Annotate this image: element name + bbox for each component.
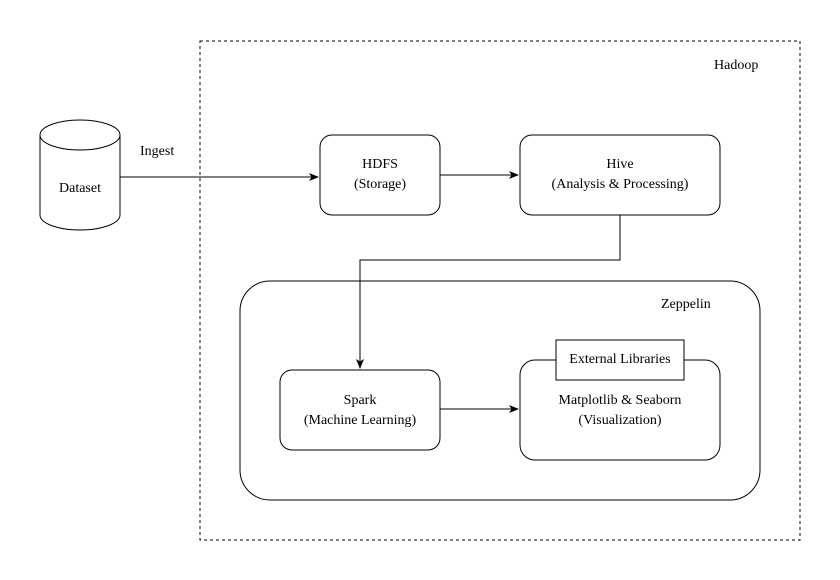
dataset-label: Dataset	[59, 181, 101, 196]
spark-node	[279, 369, 441, 451]
hdfs-label: HDFS (Storage)	[320, 155, 440, 195]
hdfs-title: HDFS	[362, 157, 398, 172]
hadoop-container	[199, 40, 801, 541]
dataset-cylinder	[39, 119, 121, 231]
external-libraries-label: External Libraries	[569, 352, 671, 367]
zeppelin-label: Zeppelin	[661, 297, 711, 312]
visualization-subtitle: (Visualization)	[578, 413, 662, 428]
hive-label: Hive (Analysis & Processing)	[520, 155, 720, 195]
spark-subtitle: (Machine Learning)	[303, 413, 417, 428]
spark-label: Spark (Machine Learning)	[280, 391, 440, 431]
hive-subtitle: (Analysis & Processing)	[551, 177, 689, 192]
hive-title: Hive	[606, 157, 634, 172]
external-libraries-box	[555, 339, 685, 381]
visualization-label: Matplotlib & Seaborn (Visualization)	[520, 391, 720, 431]
hdfs-subtitle: (Storage)	[353, 177, 407, 192]
spark-title: Spark	[343, 393, 377, 408]
visualization-title: Matplotlib & Seaborn	[558, 393, 682, 408]
edge-hive-to-spark	[356, 215, 621, 369]
ingest-label: Ingest	[140, 144, 175, 159]
hadoop-label: Hadoop	[714, 58, 759, 73]
